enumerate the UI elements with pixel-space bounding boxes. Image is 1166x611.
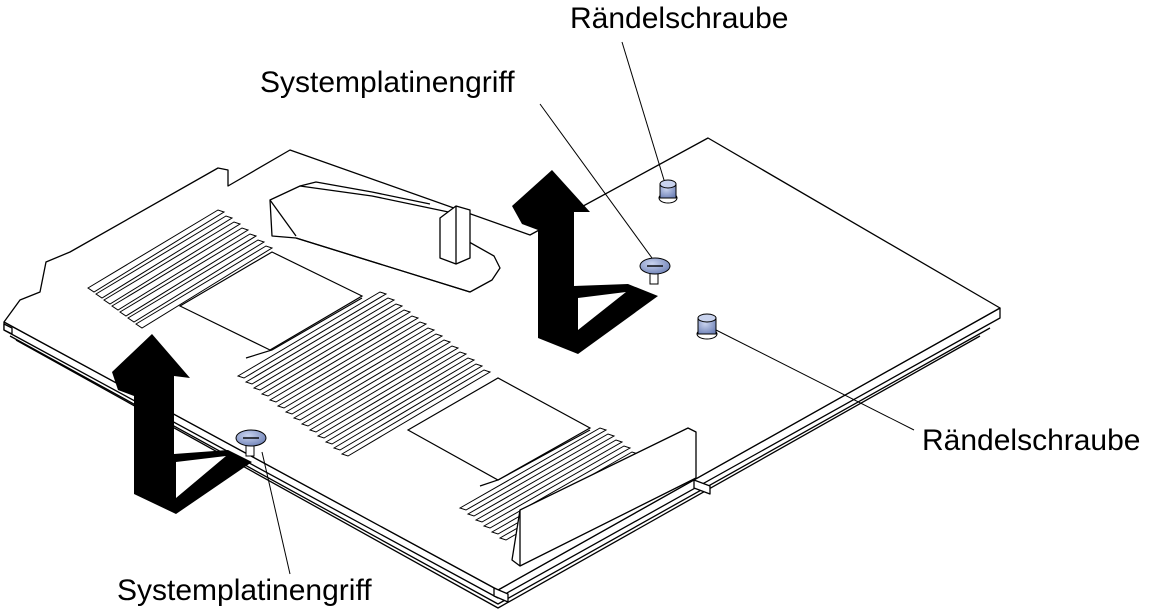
leader-handle-top [539,103,653,259]
dimm-slots-left [87,209,274,329]
leader-handle-bottom [261,451,291,575]
connector-housing [269,181,501,293]
callout-handle-bottom: Systemplatinengriff [117,574,372,607]
callout-thumbscrew-top: Rändelschraube [570,2,789,35]
up-arrow-icon [512,170,658,354]
board-top-surface [3,137,1001,591]
front-bracket [511,427,697,567]
leader-thumbscrew-top [621,41,665,181]
processor-areas [178,251,592,487]
thumbscrew-top [658,179,678,204]
leader-thumbscrew-right [715,329,915,431]
up-arrow-icon [112,334,252,514]
board-handle-top [639,257,671,285]
board-handle-bottom [235,429,267,457]
board-corner-clip [3,323,13,335]
thumbscrew-right [696,313,718,340]
dimm-slots-middle [236,291,492,457]
callout-thumbscrew-right: Rändelschraube [922,424,1141,457]
callout-handle-top: Systemplatinengriff [260,66,515,99]
leader-lines [261,41,915,575]
